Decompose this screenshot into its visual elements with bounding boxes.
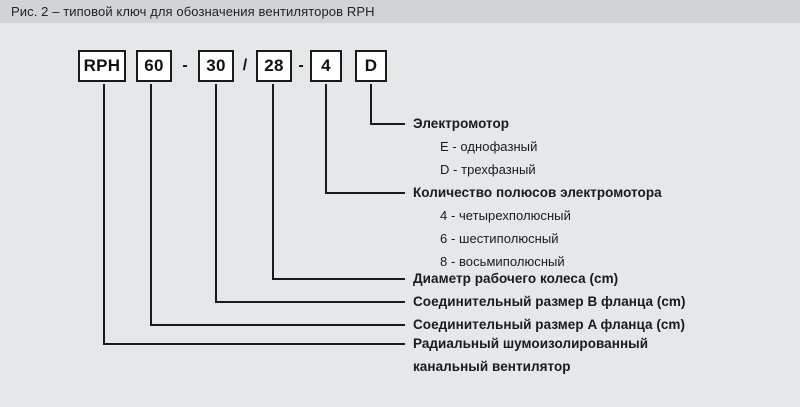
code-separator-0: -: [182, 57, 188, 74]
connector-vertical-flange-a: [150, 84, 152, 324]
code-box-rph: RPH: [78, 50, 126, 82]
code-box-4: 4: [310, 50, 342, 82]
connector-vertical-flange-b: [215, 84, 217, 301]
label-electromotor-item-single-phase: E - однофазный: [440, 139, 538, 154]
code-separator-2: -: [298, 57, 304, 74]
label-pole-count-item-8: 8 - восьмиполюсный: [440, 254, 565, 269]
header-bar: [0, 0, 800, 23]
code-box-d: D: [355, 50, 387, 82]
label-flange-b-size: Соединительный размер B фланца (cm): [413, 294, 686, 309]
page-title: Рис. 2 – типовой ключ для обозначения ве…: [11, 4, 375, 19]
label-pole-count-item-6: 6 - шестиполюсный: [440, 231, 559, 246]
code-box-60: 60: [136, 50, 172, 82]
connector-vertical-fan-type: [103, 84, 105, 343]
connector-horizontal-flange-b: [215, 301, 405, 303]
code-separator-1: /: [242, 57, 248, 74]
label-fan-type-line2: канальный вентилятор: [413, 359, 571, 374]
connector-vertical-wheel-diameter: [272, 84, 274, 278]
connector-horizontal-flange-a: [150, 324, 405, 326]
connector-horizontal-electromotor: [370, 123, 405, 125]
connector-horizontal-wheel-diameter: [272, 278, 405, 280]
label-fan-type-line1: Радиальный шумоизолированный: [413, 336, 649, 351]
label-pole-count-heading: Количество полюсов электромотора: [413, 185, 662, 200]
connector-vertical-pole-count: [325, 84, 327, 192]
code-box-28: 28: [256, 50, 292, 82]
label-pole-count-item-4: 4 - четырехполюсный: [440, 208, 571, 223]
connector-vertical-electromotor: [370, 84, 372, 123]
label-flange-a-size: Соединительный размер A фланца (cm): [413, 317, 686, 332]
connector-horizontal-pole-count: [325, 192, 405, 194]
label-electromotor-heading: Электромотор: [413, 116, 510, 131]
label-electromotor-item-three-phase: D - трехфазный: [440, 162, 536, 177]
code-box-30: 30: [198, 50, 234, 82]
connector-horizontal-fan-type: [103, 343, 405, 345]
label-wheel-diameter: Диаметр рабочего колеса (cm): [413, 271, 619, 286]
